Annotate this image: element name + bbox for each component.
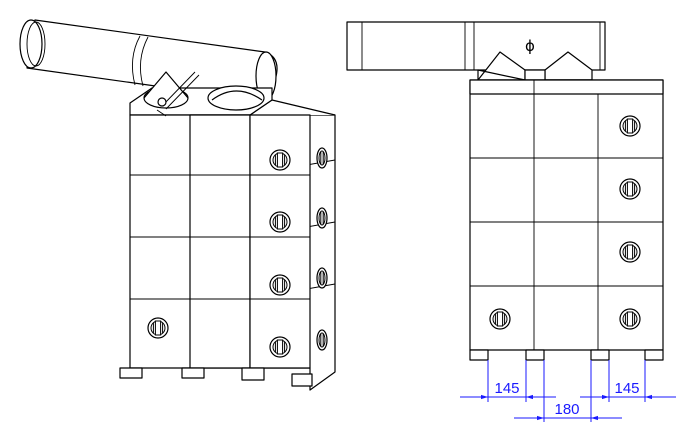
iso-probe (156, 71, 200, 117)
plug-icon (147, 317, 169, 339)
diameter-symbol: ϕ (525, 37, 535, 55)
dimensions: 145 145 180 (460, 360, 676, 422)
plug-icon (619, 308, 641, 330)
plug-icon (619, 115, 641, 137)
front-feet (469, 349, 664, 361)
side-plug-icon (316, 147, 328, 169)
plug-icon (619, 241, 641, 263)
plug-icon (269, 336, 291, 358)
iso-collector-openings (143, 71, 265, 111)
dimension-right-width: 145 (614, 380, 639, 397)
dimension-left-width: 145 (494, 380, 519, 397)
plug-icon (269, 149, 291, 171)
dimension-spacing: 180 (554, 401, 579, 418)
side-plug-icon (316, 329, 328, 351)
plug-icon (489, 308, 511, 330)
side-plug-icon (316, 207, 328, 229)
iso-feet (119, 367, 313, 387)
side-plug-icon (316, 267, 328, 289)
front-view: ϕ (346, 21, 664, 361)
plug-icon (619, 178, 641, 200)
isometric-view (19, 19, 336, 391)
plug-icon (269, 274, 291, 296)
plug-icon (269, 211, 291, 233)
